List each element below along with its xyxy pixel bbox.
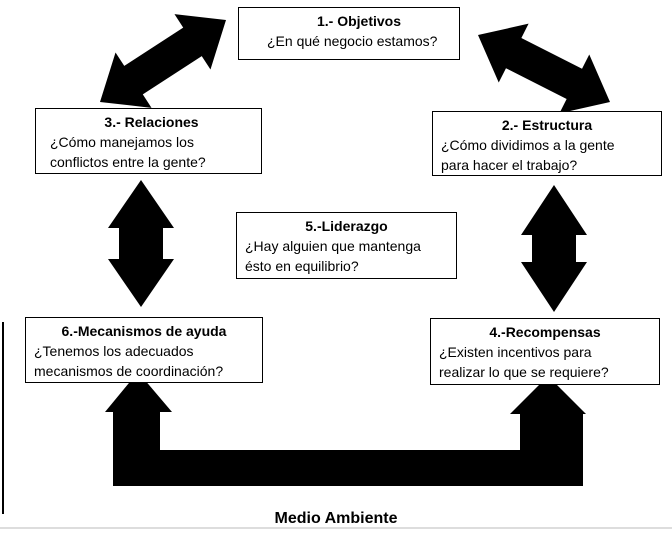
box-question: ¿Existen incentivos para realizar lo que… [439,344,609,380]
box-liderazgo: 5.-Liderazgo ¿Hay alguien que mantenga é… [236,212,457,279]
double-arrow-relaciones-objetivos [100,14,226,108]
box-question: ¿En qué negocio estamos? [267,33,438,49]
box-title: 5.-Liderazgo [305,218,388,234]
box-title: 1.- Objetivos [316,13,402,29]
box-title: 4.-Recompensas [489,324,601,340]
box-question: ¿Cómo dividimos a la gente para hacer el… [441,137,615,173]
box-objetivos: 1.- Objetivos ¿En qué negocio estamos? [238,7,460,60]
box-question: ¿Cómo manejamos los conflictos entre la … [50,134,206,170]
double-arrow-objetivos-estructura [478,23,610,114]
box-title: 2.- Estructura [501,117,593,133]
box-relaciones: 3.- Relaciones ¿Cómo manejamos los confl… [35,108,262,174]
double-arrow-estructura-recompensas [521,185,587,312]
box-question: ¿Tenemos los adecuados mecanismos de coo… [34,343,224,379]
double-arrow-relaciones-mecanismos [108,180,174,307]
left-edge-line [2,322,4,514]
footer-label: Medio Ambiente [274,510,398,527]
box-question: ¿Hay alguien que mantenga ésto en equili… [245,238,421,274]
bottom-divider [0,527,672,529]
box-title: 3.- Relaciones [104,114,199,130]
box-recompensas: 4.-Recompensas ¿Existen incentivos para … [430,318,660,385]
box-estructura: 2.- Estructura ¿Cómo dividimos a la gent… [432,111,662,176]
box-mecanismos: 6.-Mecanismos de ayuda ¿Tenemos los adec… [25,317,263,383]
environment-u-arrow [105,372,586,486]
box-title: 6.-Mecanismos de ayuda [61,323,227,339]
